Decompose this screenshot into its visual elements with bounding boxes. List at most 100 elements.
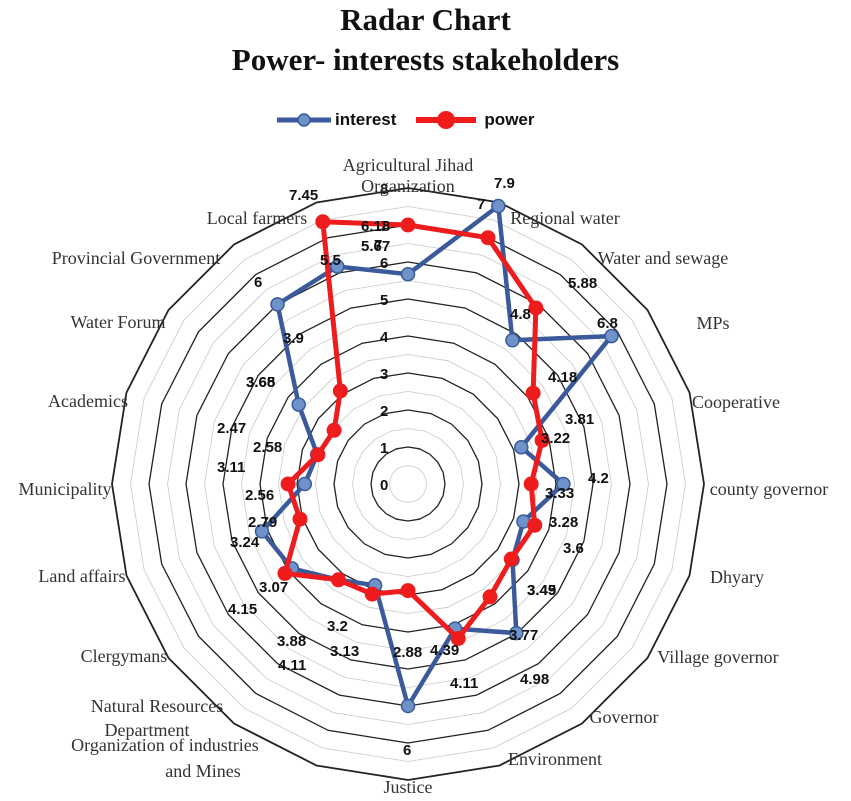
- point-power: [534, 432, 550, 448]
- point-power: [315, 214, 331, 230]
- point-interest: [400, 266, 416, 282]
- point-power: [527, 517, 543, 533]
- data-label: 3.24: [230, 534, 260, 551]
- data-label: 3.28: [549, 514, 578, 531]
- data-label: 3.88: [277, 633, 306, 650]
- category-label: Local farmers: [207, 208, 307, 228]
- tick-label: 0: [380, 477, 388, 494]
- data-label: 6: [403, 742, 411, 759]
- category-label: Land affairs: [38, 566, 125, 586]
- grid-ring: [296, 372, 520, 596]
- point-interest: [509, 625, 524, 641]
- point-power: [310, 447, 326, 463]
- grid-ring: [315, 391, 501, 577]
- legend-swatch-interest: [277, 113, 331, 127]
- category-label: county governor: [710, 479, 828, 499]
- radar-grid: [111, 187, 705, 781]
- data-label: 6.8: [597, 315, 618, 332]
- data-label: 2.56: [245, 487, 274, 504]
- data-label: 5.88: [568, 275, 597, 292]
- grid-ring: [333, 409, 483, 559]
- grid-ring: [278, 354, 538, 614]
- grid-ring: [241, 317, 575, 651]
- data-label: 3.6: [563, 540, 584, 557]
- point-power: [523, 476, 539, 492]
- tick-label: 6: [380, 255, 388, 272]
- data-label: 7.45: [289, 187, 318, 204]
- point-interest: [254, 524, 270, 539]
- point-power: [292, 511, 308, 527]
- category-label: Cooperative: [692, 392, 780, 412]
- point-power: [277, 565, 293, 581]
- grid-ring: [370, 446, 446, 522]
- data-label: 2.58: [253, 439, 282, 456]
- category-label: Regional water: [510, 208, 619, 228]
- point-interest: [270, 297, 285, 312]
- point-interest: [505, 333, 520, 348]
- data-label: 6: [254, 274, 262, 291]
- point-power: [480, 230, 496, 246]
- point-interest: [400, 698, 416, 714]
- point-interest: [330, 259, 345, 274]
- category-label: Governor: [590, 707, 659, 727]
- grid-ring: [389, 465, 427, 503]
- tick-label: 4: [380, 329, 389, 346]
- data-label: 2.47: [217, 420, 246, 437]
- grid-ring: [167, 243, 649, 725]
- data-label: 4.8: [510, 306, 531, 323]
- category-label: Water and sewage: [598, 248, 728, 268]
- legend-label-interest: interest: [335, 110, 397, 129]
- data-label: 3.81: [565, 411, 594, 428]
- tick-label: 3: [380, 366, 388, 383]
- data-label: 7.9: [494, 175, 515, 192]
- category-label: Dhyary: [710, 567, 764, 587]
- data-label: 3.65: [246, 374, 275, 391]
- tick-label: 5: [380, 292, 388, 309]
- data-label: 3.9: [283, 330, 304, 347]
- legend-swatch-power: [416, 111, 477, 129]
- data-label: 4.2: [588, 470, 609, 487]
- data-label: 5.5: [320, 252, 341, 269]
- point-interest: [514, 439, 529, 455]
- point-power: [400, 217, 416, 233]
- data-label: 4.39: [430, 642, 459, 659]
- data-label: 3.49: [527, 582, 556, 599]
- data-label: 3.13: [330, 643, 359, 660]
- point-power: [280, 476, 296, 492]
- grid-ring: [204, 280, 612, 688]
- data-label: 3.45: [527, 582, 556, 599]
- data-label: 2.88: [393, 644, 422, 661]
- data-label: 5.67: [361, 238, 390, 255]
- category-label: Village governor: [657, 647, 778, 667]
- grid-ring: [352, 428, 464, 540]
- data-label: 6.18: [361, 218, 390, 235]
- point-power: [528, 300, 544, 316]
- legend-item-power: power: [410, 108, 534, 132]
- point-interest: [604, 328, 619, 344]
- grid-ring: [148, 224, 668, 744]
- data-label: 3.11: [217, 459, 245, 476]
- series-layer: [254, 198, 619, 714]
- category-label: Provincial Government: [52, 248, 220, 268]
- data-label: 4.98: [520, 671, 549, 688]
- point-power: [326, 422, 342, 438]
- chart-title: Radar Chart: [340, 2, 511, 37]
- point-power: [332, 383, 348, 399]
- grid-ring: [130, 206, 686, 762]
- category-label: Environment: [508, 749, 602, 769]
- data-label: 7: [374, 237, 382, 254]
- category-label: Clergymans: [81, 646, 168, 666]
- tick-label: 8: [380, 181, 388, 198]
- data-label: 3.22: [541, 430, 570, 447]
- category-label: Justice: [384, 777, 433, 797]
- data-label: 2.79: [248, 514, 277, 531]
- data-label: 3.2: [327, 618, 348, 635]
- data-label: 4.11: [278, 657, 306, 674]
- grid-ring: [111, 187, 705, 781]
- point-interest: [291, 397, 306, 412]
- category-label: MPs: [696, 313, 729, 333]
- data-label: 3.07: [259, 579, 288, 596]
